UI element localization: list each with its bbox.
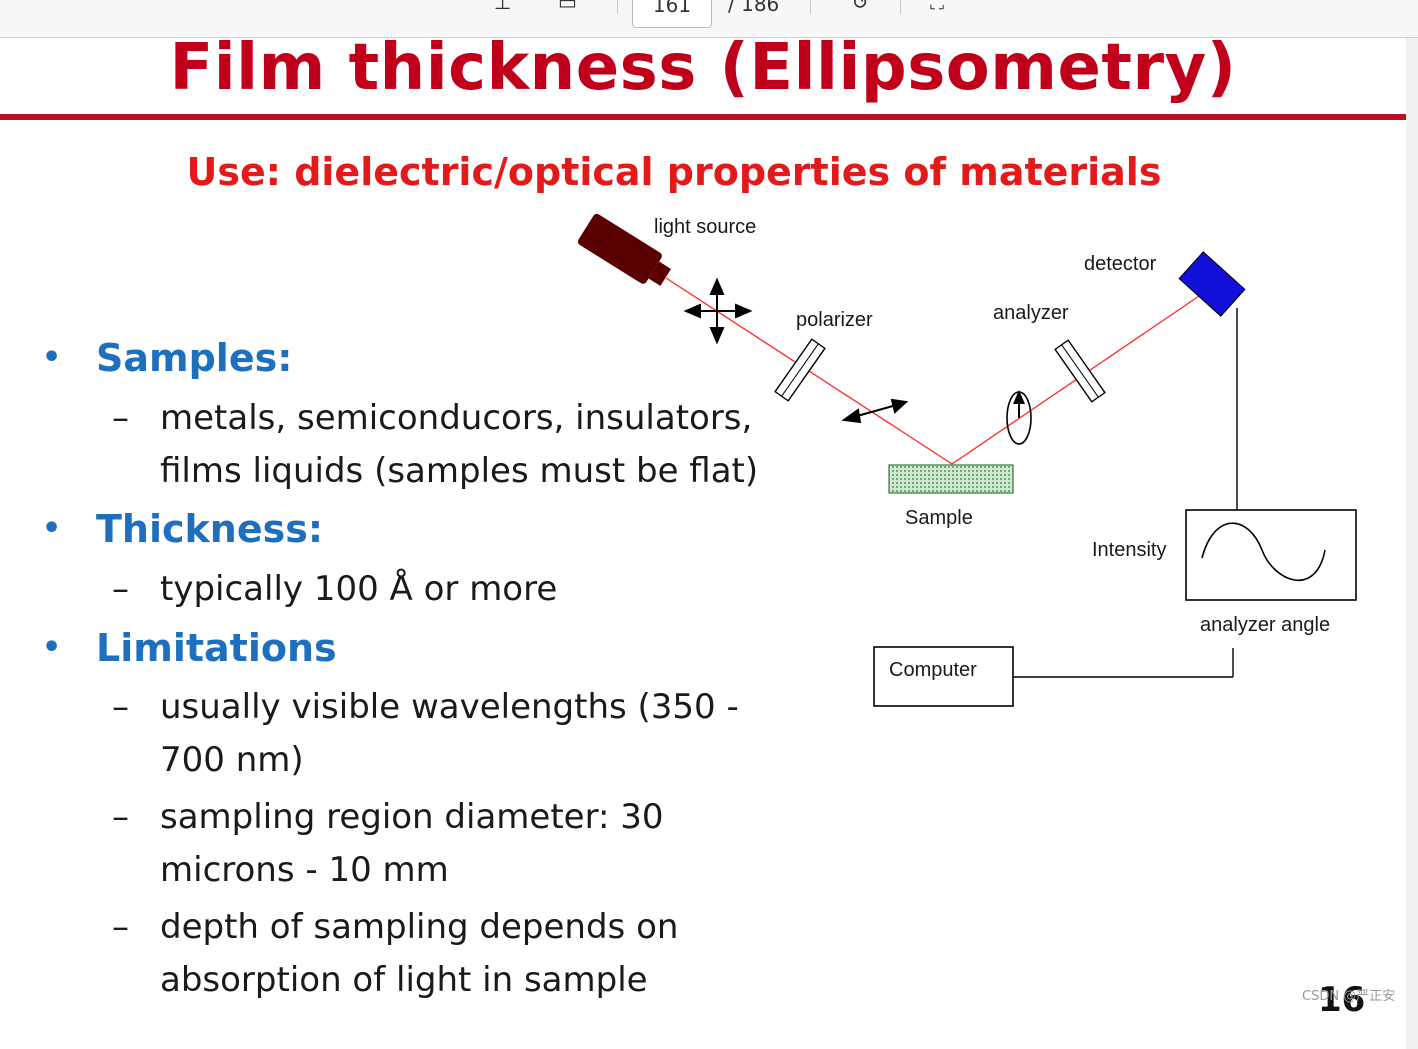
light-source-icon — [577, 213, 672, 286]
heading-limitations-label: Limitations — [96, 626, 337, 670]
heading-thickness-label: Thickness: — [96, 507, 324, 551]
list-item-limitations-1: – usually visible wavelengths (350 - 700… — [112, 681, 739, 787]
light-source-nozzle — [648, 261, 672, 286]
list-item-line: metals, semiconducors, insulators, — [160, 398, 753, 438]
undo-icon[interactable]: ↺ — [852, 0, 869, 14]
detector-icon — [1178, 251, 1246, 317]
toolbar-divider — [617, 0, 618, 14]
watermark: CSDN @严正安 — [1302, 989, 1396, 1004]
analyzer-icon — [1054, 339, 1106, 403]
label-light-source: light source — [654, 216, 756, 238]
heading-thickness: • Thickness: — [42, 505, 324, 553]
heading-samples-label: Samples: — [96, 336, 293, 380]
list-item-samples-1: – metals, semiconducors, insulators, fil… — [112, 392, 759, 498]
label-polarizer: polarizer — [796, 309, 873, 331]
list-item-line: depth of sampling depends on — [160, 907, 679, 947]
elliptical-polarization-icon — [1006, 390, 1032, 445]
list-item-line: typically 100 Å or more — [160, 569, 558, 609]
bullet-icon: • — [42, 340, 62, 375]
list-item-line: films liquids (samples must be flat) — [160, 451, 759, 491]
intensity-curve — [1201, 522, 1326, 581]
toolbar-divider — [810, 0, 811, 14]
label-sample: Sample — [905, 507, 973, 529]
toolbar-divider — [900, 0, 901, 14]
label-analyzer-angle: analyzer angle — [1200, 614, 1330, 636]
list-item-limitations-2: – sampling region diameter: 30 microns -… — [112, 791, 664, 897]
list-item-limitations-3: – depth of sampling depends on absorptio… — [112, 901, 679, 1007]
light-source-body — [577, 213, 662, 284]
computer-box — [873, 646, 1014, 707]
sample-block — [888, 464, 1014, 494]
dash-icon: – — [112, 687, 129, 727]
heading-limitations: • Limitations — [42, 624, 337, 672]
list-item-line: 700 nm) — [160, 740, 304, 780]
rotate-icon[interactable]: ⊥ — [494, 0, 512, 14]
arrowhead — [1013, 390, 1025, 404]
arrowhead — [841, 408, 862, 424]
page-number-input[interactable]: 161 — [632, 0, 712, 28]
detector-body — [1178, 251, 1246, 317]
label-intensity: Intensity — [1092, 539, 1166, 561]
arrowhead — [890, 398, 909, 414]
arrowhead — [709, 327, 725, 345]
polarizer-line — [781, 343, 819, 397]
polarizer-icon — [774, 338, 826, 402]
arrowhead — [683, 303, 701, 319]
label-computer: Computer — [889, 659, 977, 681]
dash-icon: – — [112, 569, 129, 609]
polarization-cross-icon — [683, 277, 753, 345]
label-analyzer: analyzer — [993, 302, 1069, 324]
dash-icon: – — [112, 398, 129, 438]
vertical-scrollbar[interactable] — [1405, 38, 1418, 1049]
viewer-toolbar: ⊥ ▭ 161 / 186 ↺ ⛶ — [0, 0, 1418, 38]
arrowhead — [709, 277, 725, 295]
intensity-plot-box — [1185, 509, 1357, 601]
dash-icon: – — [112, 797, 129, 837]
fit-page-icon[interactable]: ⛶ — [930, 0, 944, 14]
list-item-line: absorption of light in sample — [160, 960, 648, 1000]
slide: Film thickness (Ellipsometry) Use: diele… — [0, 31, 1406, 1049]
heading-samples: • Samples: — [42, 334, 293, 382]
list-item-line: sampling region diameter: 30 — [160, 797, 664, 837]
list-item-line: usually visible wavelengths (350 - — [160, 687, 739, 727]
ellipsometry-diagram: light source polarizer — [577, 213, 1357, 707]
bullet-icon: • — [42, 630, 62, 665]
label-detector: detector — [1084, 253, 1157, 275]
dash-icon: – — [112, 907, 129, 947]
title-divider — [0, 114, 1406, 120]
list-item-thickness-1: – typically 100 Å or more — [112, 563, 558, 616]
slide-title: Film thickness (Ellipsometry) — [169, 31, 1237, 105]
slide-subtitle: Use: dielectric/optical properties of ma… — [186, 150, 1162, 194]
bullet-icon: • — [42, 511, 62, 546]
page-icon[interactable]: ▭ — [558, 0, 577, 14]
arrowhead — [735, 303, 753, 319]
list-item-line: microns - 10 mm — [160, 850, 449, 890]
linear-polarization-icon — [841, 398, 909, 424]
slide-page-number: 16 — [1318, 980, 1366, 1020]
analyzer-line — [1061, 344, 1099, 398]
page-total: / 186 — [728, 0, 780, 16]
